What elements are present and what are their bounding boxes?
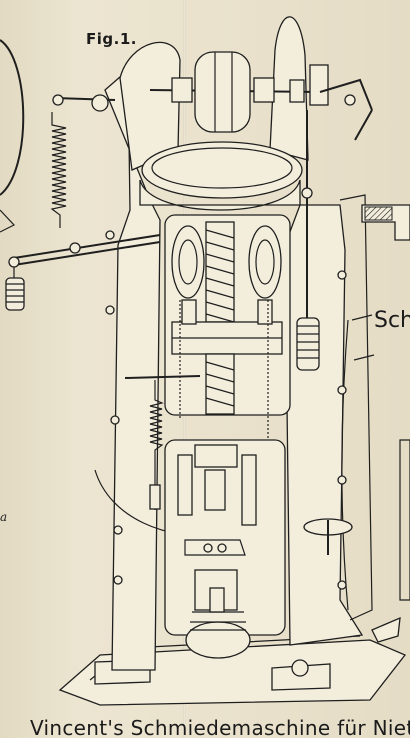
flywheel xyxy=(194,51,251,133)
right-weight xyxy=(296,317,320,371)
right-gear xyxy=(248,225,282,299)
middle-spring xyxy=(149,380,164,510)
figure-label: Fig.1. xyxy=(86,30,137,48)
left-wheel-arc xyxy=(0,39,25,196)
right-foot xyxy=(271,663,331,691)
right-column xyxy=(284,204,364,646)
right-cover xyxy=(269,16,309,161)
left-weight xyxy=(5,277,25,311)
bolts xyxy=(105,230,347,590)
figure-caption: Vincent's Schmiedemaschine für Nieten xyxy=(30,716,410,738)
side-fragment-label: Sch xyxy=(374,308,410,333)
annotation-letter: a xyxy=(0,510,8,524)
top-dome xyxy=(141,141,303,199)
left-spring xyxy=(50,112,67,228)
bottom-die xyxy=(185,621,251,659)
left-gear xyxy=(171,225,205,299)
lever-arm xyxy=(13,234,161,259)
